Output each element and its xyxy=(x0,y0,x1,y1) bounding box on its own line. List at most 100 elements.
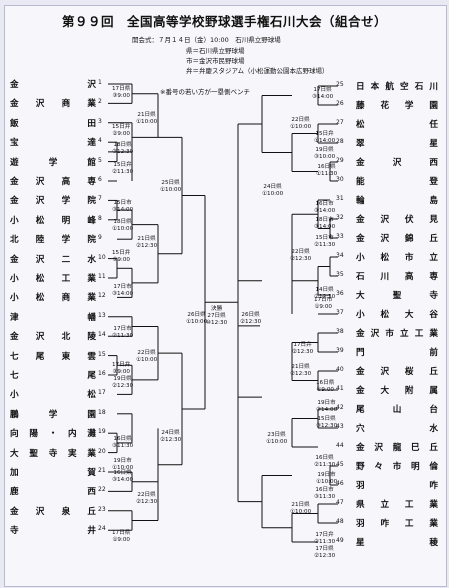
team-number-left: 7 xyxy=(98,195,102,203)
team-name-right: 小松市立 xyxy=(356,253,438,263)
team-number-left: 12 xyxy=(98,292,106,300)
match-schedule-label: 16日県 ①11:30 xyxy=(316,164,338,177)
team-number-left: 22 xyxy=(98,486,106,494)
match-schedule-label: 16日市 ③14:00 xyxy=(314,201,336,214)
team-number-right: 41 xyxy=(336,385,344,392)
team-name-left: 小松商業 xyxy=(10,293,96,304)
match-schedule-label: 16日県 ③11:30 xyxy=(112,436,134,449)
bracket-sheet xyxy=(4,5,447,587)
team-number-left: 10 xyxy=(98,253,106,261)
team-name-right: 星稜 xyxy=(356,538,438,548)
team-number-right: 47 xyxy=(336,499,344,506)
team-name-right: 金沢市立工業 xyxy=(356,329,438,339)
team-name-right: 小松大谷 xyxy=(356,310,438,320)
team-name-right: 尾山台 xyxy=(356,405,438,415)
team-name-left: 小松 xyxy=(10,390,96,401)
team-name-right: 翠星 xyxy=(356,139,438,149)
team-number-right: 32 xyxy=(336,214,344,221)
team-number-right: 38 xyxy=(336,328,344,335)
match-schedule-label: 16日県 ③14:00 xyxy=(112,470,134,483)
team-name-right: 門前 xyxy=(356,348,438,358)
match-schedule-label: 15日県 ③12:30 xyxy=(316,416,338,429)
match-schedule-label: 16日県 ②11:30 xyxy=(314,455,336,468)
match-schedule-label: 26日県 ②12:30 xyxy=(240,312,262,325)
match-schedule-label: 19日市 ①10:00 xyxy=(316,472,338,485)
team-number-right: 42 xyxy=(336,404,344,411)
match-schedule-label: 決勝 27日県 ⑩12:30 xyxy=(206,306,228,326)
match-schedule-label: 15日弁 ②11:30 xyxy=(112,162,134,175)
team-name-left: 金沢二水 xyxy=(10,254,96,265)
match-schedule-label: 18日市 ③14:00 xyxy=(314,217,336,230)
team-number-left: 11 xyxy=(98,273,106,280)
team-name-right: 金大附属 xyxy=(356,386,438,396)
team-number-left: 9 xyxy=(98,234,102,242)
team-number-left: 3 xyxy=(98,117,102,125)
team-number-left: 17 xyxy=(98,389,106,397)
team-number-left: 23 xyxy=(98,505,106,513)
team-number-right: 31 xyxy=(336,195,344,202)
team-name-left: 金沢商業 xyxy=(10,99,96,110)
team-name-left: 小松工業 xyxy=(10,274,96,284)
match-schedule-label: 17日市 ①9:00 xyxy=(314,297,333,310)
team-number-right: 28 xyxy=(336,138,344,145)
team-number-right: 37 xyxy=(336,309,344,316)
team-name-left: 金沢泉丘 xyxy=(10,506,96,517)
team-number-left: 6 xyxy=(98,176,102,183)
team-number-left: 18 xyxy=(98,408,106,416)
team-number-right: 48 xyxy=(336,518,344,525)
team-number-right: 44 xyxy=(336,442,344,449)
team-number-left: 15 xyxy=(98,350,106,358)
match-schedule-label: 24日県 ②12:30 xyxy=(160,430,182,443)
team-name-left: 金沢学院 xyxy=(10,196,96,207)
team-number-right: 29 xyxy=(336,157,344,164)
match-schedule-label: 17日県 ②12:30 xyxy=(314,546,336,559)
team-name-left: 飯田 xyxy=(10,118,96,129)
team-name-right: 穴水 xyxy=(356,424,438,434)
team-name-right: 大聖寺 xyxy=(356,291,438,301)
match-schedule-label: 16日市 ③11:30 xyxy=(314,487,336,500)
team-name-right: 野々市明倫 xyxy=(356,462,438,472)
team-name-right: 石川高専 xyxy=(356,272,438,282)
team-number-right: 46 xyxy=(336,480,344,487)
team-number-right: 43 xyxy=(336,423,344,430)
match-schedule-label: 19日市 ①10:00 xyxy=(112,458,134,471)
match-schedule-label: 17日市 ③14:00 xyxy=(112,284,134,297)
team-number-left: 20 xyxy=(98,447,106,455)
team-number-left: 1 xyxy=(98,79,102,86)
team-name-left: 遊学館 xyxy=(10,157,96,168)
team-number-left: 4 xyxy=(98,137,102,145)
team-name-right: 金沢龍巳丘 xyxy=(356,443,438,453)
match-schedule-label: 21日県 ②12:30 xyxy=(290,364,312,377)
team-number-right: 39 xyxy=(336,347,344,354)
team-name-left: 津幡 xyxy=(10,312,96,323)
team-number-right: 45 xyxy=(336,461,344,468)
match-schedule-label: 21日県 ①10:00 xyxy=(290,502,312,515)
team-name-right: 羽咋工業 xyxy=(356,519,438,529)
team-number-right: 33 xyxy=(336,233,344,240)
team-name-right: 日本航空石川 xyxy=(356,82,438,92)
team-name-left: 加賀 xyxy=(10,468,96,478)
team-number-left: 13 xyxy=(98,311,106,319)
team-number-left: 19 xyxy=(98,428,106,436)
team-number-right: 30 xyxy=(336,176,344,183)
match-schedule-label: 24日県 ①10:00 xyxy=(262,184,284,197)
team-number-right: 34 xyxy=(336,252,344,259)
match-schedule-label: 17日弁 ②12:30 xyxy=(292,342,314,355)
team-name-right: 金沢桜丘 xyxy=(356,367,438,377)
match-schedule-label: 21日県 ②12:30 xyxy=(136,236,158,249)
match-schedule-label: 22日県 ②12:30 xyxy=(290,249,312,262)
match-schedule-label: 17日弁 ②11:30 xyxy=(314,532,336,545)
team-name-left: 金沢北陵 xyxy=(10,332,96,343)
match-schedule-label: 26日県 ①10:00 xyxy=(186,312,208,325)
match-schedule-label: 14日県 ②12:30 xyxy=(314,287,336,300)
match-schedule-label: 15日市 ②11:30 xyxy=(314,235,336,248)
team-name-left: 向陽・内灘 xyxy=(10,429,96,440)
seed-note: ※番号の若い方が一塁側ベンチ xyxy=(160,88,250,96)
match-schedule-label: 17日県 ③14:00 xyxy=(312,87,334,100)
match-schedule-label: 21日県 ①10:00 xyxy=(136,112,158,125)
team-number-right: 40 xyxy=(336,366,344,373)
match-schedule-label: 15日弁 ②9:00 xyxy=(112,124,131,137)
match-schedule-label: 25日県 ①10:00 xyxy=(160,180,182,193)
